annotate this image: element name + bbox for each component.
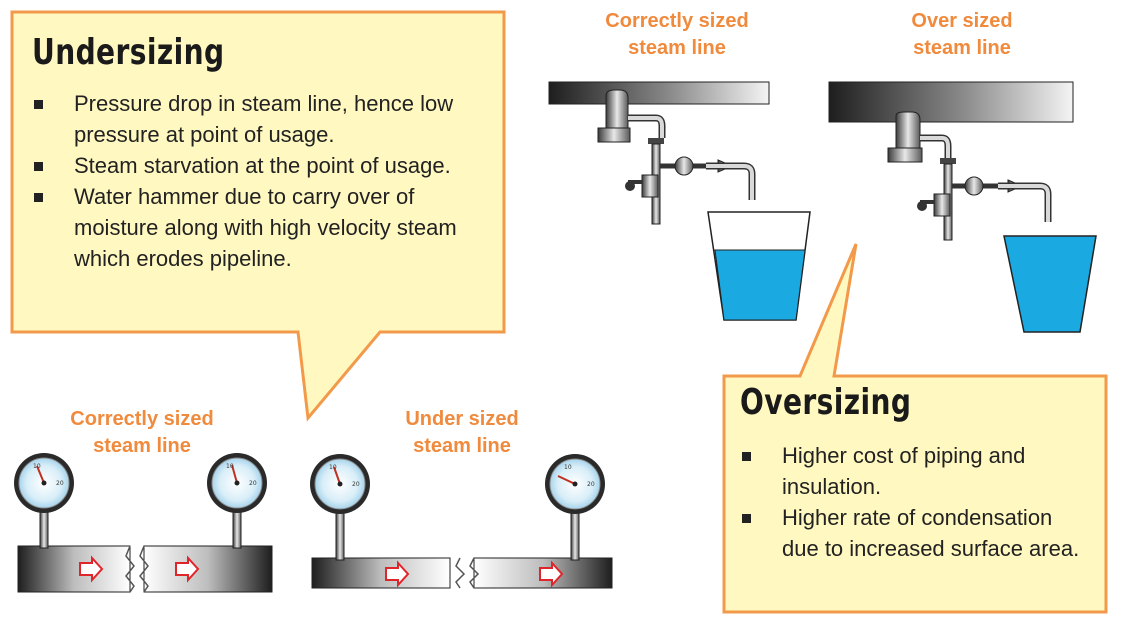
bullet-square-icon <box>34 162 43 171</box>
header-pipe-over <box>828 81 1074 123</box>
undersizing-title: Undersizing <box>32 32 225 73</box>
svg-text:20: 20 <box>587 481 595 488</box>
pressure-gauge: 10 20 <box>207 453 267 549</box>
break-mark <box>125 545 135 593</box>
flow-arrow <box>79 555 104 583</box>
svg-text:10: 10 <box>226 463 234 470</box>
flow-arrow <box>175 555 200 583</box>
oversizing-bullet-list: Higher cost of piping and insulation. Hi… <box>740 440 1080 564</box>
list-item: Water hammer due to carry over of moistu… <box>32 181 502 274</box>
list-item: Higher rate of condensation due to incre… <box>740 502 1080 564</box>
bullet-square-icon <box>742 514 751 523</box>
bullet-square-icon <box>742 452 751 461</box>
pressure-gauge: 10 20 <box>545 454 605 561</box>
bucket-correct <box>707 211 811 321</box>
bucket-over <box>1003 235 1097 333</box>
svg-text:20: 20 <box>56 480 64 487</box>
drain-pocket-over <box>887 111 1052 241</box>
list-item: Steam starvation at the point of usage. <box>32 150 502 181</box>
flow-arrow <box>539 560 564 588</box>
oversizing-callout <box>722 243 1108 614</box>
break-mark <box>455 557 466 589</box>
pressure-gauge: 10 20 <box>14 453 74 549</box>
label-top-correct: Correctly sized steam line <box>605 10 749 59</box>
undersizing-callout <box>10 10 506 422</box>
break-mark <box>139 545 149 593</box>
svg-text:20: 20 <box>249 480 257 487</box>
pipe-correct-left <box>17 545 131 593</box>
svg-text:10: 10 <box>329 464 337 471</box>
break-mark <box>469 557 480 589</box>
bullet-square-icon <box>34 100 43 109</box>
flow-arrow <box>385 560 410 588</box>
pipe-correct-right <box>143 545 273 593</box>
svg-text:10: 10 <box>564 464 572 471</box>
label-bottom-under: Under sized steam line <box>405 408 519 457</box>
label-top-over: Over sized steam line <box>911 10 1013 59</box>
list-item: Higher cost of piping and insulation. <box>740 440 1080 502</box>
pressure-gauge: 10 20 <box>310 454 370 561</box>
svg-text:20: 20 <box>352 481 360 488</box>
pipe-under-left <box>311 557 451 589</box>
oversizing-title: Oversizing <box>740 382 912 423</box>
svg-text:10: 10 <box>33 463 41 470</box>
drain-pocket-correct <box>597 89 756 225</box>
undersizing-bullet-list: Pressure drop in steam line, hence low p… <box>32 88 502 274</box>
header-pipe-correct <box>548 81 770 105</box>
bullet-square-icon <box>34 193 43 202</box>
list-item: Pressure drop in steam line, hence low p… <box>32 88 502 150</box>
label-bottom-correct: Correctly sized steam line <box>70 408 214 457</box>
